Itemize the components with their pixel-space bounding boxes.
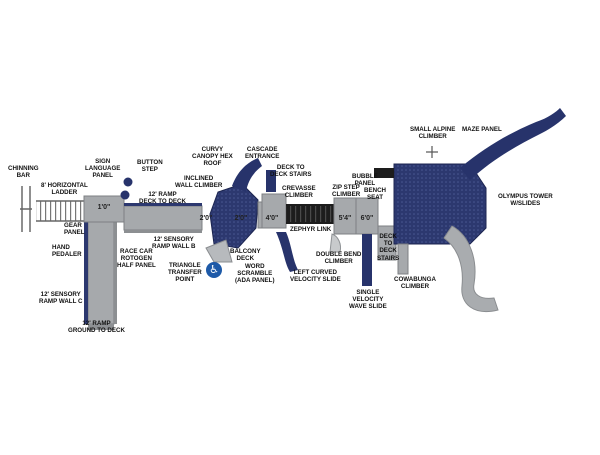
accessibility-icon: ♿ [206,262,222,278]
chinning-bar [20,186,32,232]
deck-1ft [83,195,125,223]
hex-tower [209,158,262,249]
double-bend-climber [329,233,341,253]
small-alpine-climber [426,146,438,158]
horizontal-ladder [36,200,86,222]
triangle-transfer-point [205,239,233,263]
height-5-4: 5'4" [339,215,352,222]
cowabunga-climber [397,243,409,275]
single-velocity-slide [362,234,372,286]
deck-to-deck-ramp [123,203,203,233]
gray-tube-slide [443,225,499,312]
height-4ft: 4'0" [266,215,279,222]
left-curved-slide [276,232,298,272]
button-steps [120,177,133,200]
label-zephyr-link: ZEPHYR LINK [290,226,332,233]
tube-slide [460,108,566,180]
height-2ft-a: 2'0" [200,215,213,222]
ground-ramp [84,211,117,330]
height-2ft-b: 2'0" [235,215,248,222]
height-6-0: 6'0" [361,215,374,222]
zephyr-link [286,204,334,224]
label-maze-panel: MAZE PANEL [462,126,502,133]
height-1ft: 1'0" [98,204,111,211]
deck-4ft [261,170,287,229]
